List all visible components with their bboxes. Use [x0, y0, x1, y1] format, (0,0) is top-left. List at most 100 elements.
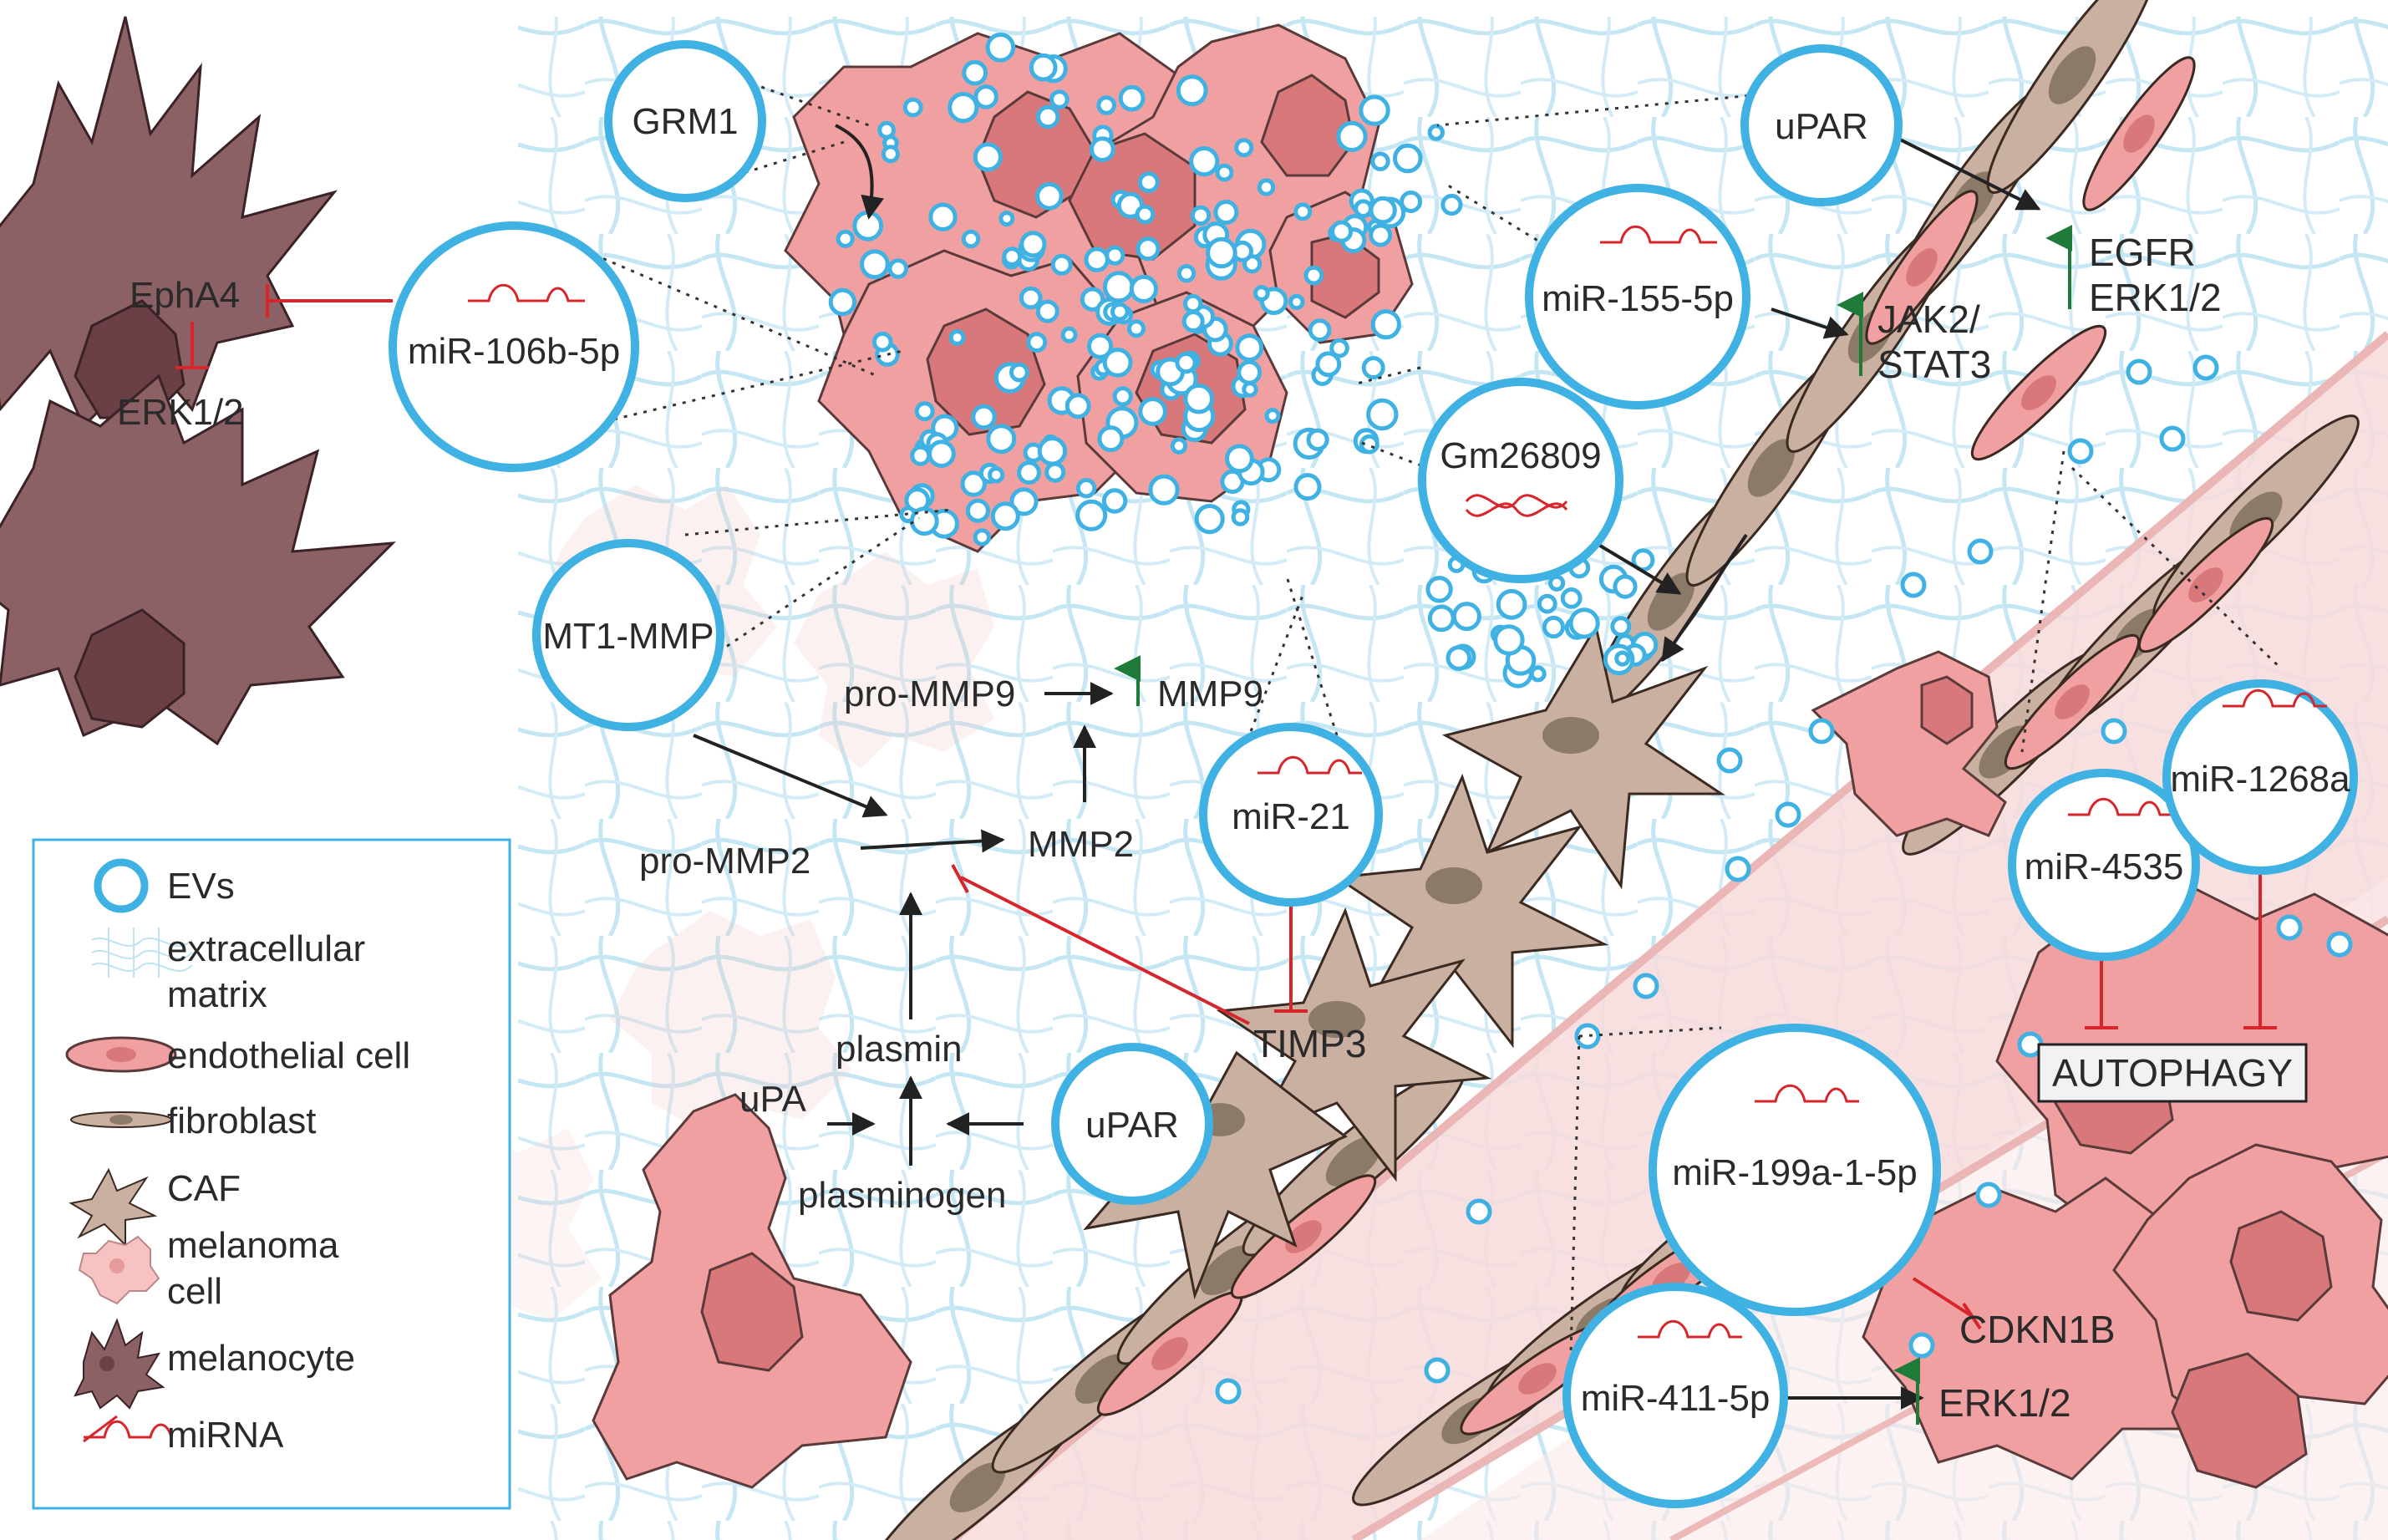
ev-particle — [1369, 196, 1397, 225]
mirna-icon — [468, 283, 585, 302]
ev-bubble-gm26809: Gm26809 — [1418, 378, 1623, 583]
ev-particle — [1568, 607, 1600, 639]
ev-particle — [1231, 508, 1250, 526]
erk-egfr-label: ERK1/2 — [2089, 276, 2222, 319]
ev-particle — [1496, 588, 1527, 620]
ev-bubble-mir199a: miR-199a-1-5p — [1649, 1024, 1941, 1316]
ev-particle — [1427, 604, 1456, 633]
ev-particle — [1775, 801, 1801, 828]
ev-bubble-mir21: miR-21 — [1199, 723, 1383, 907]
ev-particle — [902, 97, 923, 118]
ev-particle — [1908, 1332, 1935, 1359]
ev-particle — [1424, 1357, 1451, 1384]
ev-particle — [1138, 397, 1167, 426]
ev-particle — [1400, 191, 1423, 213]
ev-particle — [1560, 587, 1583, 609]
ev-particle — [1808, 718, 1835, 745]
ev-particle — [1293, 202, 1313, 221]
ev-particle — [909, 506, 939, 536]
ev-bubble-mir4535: miR-4535 — [2008, 769, 2200, 961]
ev-particle — [1175, 352, 1197, 374]
mirna-icon — [1258, 755, 1362, 775]
ev-particle — [928, 202, 958, 231]
ev-particle — [1009, 487, 1039, 516]
ev-particle — [1336, 120, 1368, 152]
ev-particle — [1369, 223, 1393, 247]
ev-particle — [1037, 436, 1068, 466]
melanocytes — [0, 16, 396, 746]
ev-particle — [1176, 264, 1197, 283]
ev-bubble-grm1: GRM1 — [604, 40, 766, 202]
ev-particle — [973, 142, 1003, 172]
ev-particle — [1181, 310, 1205, 333]
ev-particle — [887, 258, 909, 279]
ev-particle — [960, 470, 987, 497]
ev-bubble-mir411: miR-411-5p — [1562, 1283, 1788, 1508]
ev-particle — [1315, 351, 1342, 378]
ev-particle — [860, 249, 890, 280]
ev-particle — [1330, 220, 1354, 243]
ev-particle — [1466, 1198, 1492, 1225]
ev-particle — [1574, 1023, 1601, 1050]
mir1268a-label: miR-1268a — [2170, 759, 2350, 800]
mir411-label: miR-411-5p — [1581, 1378, 1771, 1419]
ev-particle — [1096, 95, 1116, 115]
ev-particle — [1633, 973, 1659, 999]
ev-particle — [1548, 574, 1566, 592]
ev-particle — [1235, 333, 1264, 363]
mirna-icon — [1755, 1084, 1859, 1103]
ev-particle — [1370, 309, 1401, 340]
ev-particle — [2192, 354, 2219, 381]
ev-particle — [1975, 1182, 2002, 1208]
ev-particle — [1613, 574, 1638, 599]
endothelial-cell-icon — [65, 1036, 177, 1073]
legend-ecm-2: matrix — [167, 974, 267, 1015]
ev-particle — [1306, 428, 1329, 451]
ev-particle — [1035, 182, 1064, 211]
ev-particles — [828, 33, 2353, 1405]
ev-particle — [1361, 356, 1385, 380]
ev-particle — [998, 211, 1015, 227]
autophagy-label: AUTOPHAGY — [2052, 1051, 2293, 1095]
ev-particle — [986, 424, 1017, 455]
ev-particle — [1127, 319, 1146, 338]
mirna-icon — [2223, 689, 2327, 708]
caf-icon — [69, 1167, 158, 1248]
ev-particle — [1900, 572, 1927, 598]
ev-particle — [1725, 856, 1751, 882]
ev-particle — [1075, 478, 1097, 499]
ev-particle — [1308, 318, 1332, 343]
ev-particle — [1529, 665, 1547, 683]
legend-melanoma-2: cell — [167, 1271, 222, 1312]
ev-particle — [1451, 602, 1481, 632]
ev-particle — [1035, 299, 1059, 323]
ev-particle — [877, 120, 896, 140]
upa-label: uPA — [739, 1079, 807, 1120]
ev-particle — [828, 287, 857, 317]
ev-particle — [1215, 1378, 1242, 1405]
ev-particle — [1019, 286, 1043, 310]
ev-particle — [1393, 143, 1423, 174]
ev-particle — [2326, 931, 2353, 958]
ev-particle — [1017, 460, 1041, 485]
erk-melanocyte-label: ERK1/2 — [117, 392, 244, 433]
ev-particle — [1060, 326, 1078, 343]
legend-mirna: miRNA — [167, 1415, 284, 1456]
ev-particle — [1136, 236, 1161, 262]
ev-particle — [1354, 199, 1373, 219]
ev-particle — [1090, 136, 1115, 163]
ev-particle — [1084, 247, 1110, 272]
ev-particle — [1118, 84, 1146, 112]
ev-particle — [1257, 178, 1276, 196]
melanoma-cell-bottom-left — [592, 1093, 912, 1489]
gm26809-label: Gm26809 — [1440, 435, 1601, 476]
activation-arrows — [693, 124, 2041, 1410]
ev-particle — [1049, 89, 1070, 109]
ev-bubble-upar-bottom: uPAR — [1051, 1043, 1213, 1205]
ev-particle — [971, 404, 997, 430]
ev-particle — [1002, 247, 1023, 267]
ev-particle — [1206, 236, 1237, 269]
ev-particle — [1542, 615, 1566, 639]
ev-particle — [1366, 398, 1399, 431]
ev-particle — [1029, 53, 1058, 82]
